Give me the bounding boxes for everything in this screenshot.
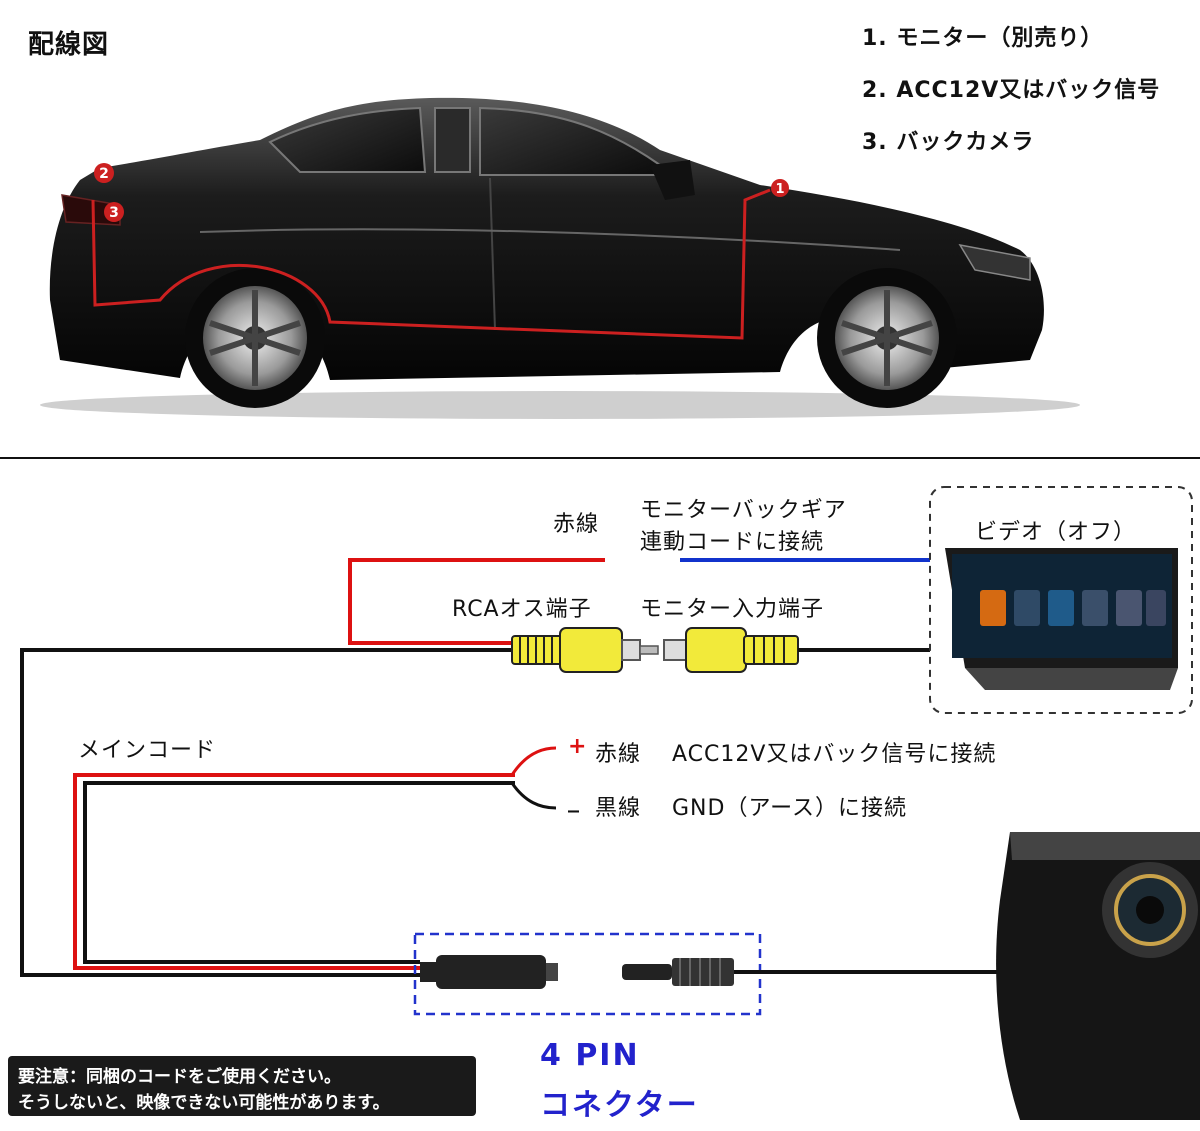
legend-item-camera: 3. バックカメラ <box>862 130 1035 155</box>
rca-male-connector <box>511 627 659 673</box>
diagram-title: 配線図 <box>28 30 110 60</box>
plus-sign: + <box>568 734 588 759</box>
warning-line-2: そうしないと、映像できない可能性があります。 <box>18 1093 390 1113</box>
tail-light <box>61 194 121 226</box>
svg-text:2: 2 <box>99 166 109 182</box>
black-main-wire <box>20 648 512 977</box>
monitor-device <box>945 548 1178 690</box>
red-wire-top <box>348 558 605 645</box>
car-illustration: 1 2 3 <box>40 97 1080 419</box>
legend-item-acc: 2. ACC12V又はバック信号 <box>862 78 1161 103</box>
red-split <box>510 746 557 776</box>
marker-1: 1 <box>771 179 789 197</box>
marker-3: 3 <box>104 202 124 222</box>
rear-window <box>268 106 427 173</box>
label-monitor-back-gear-1: モニターバックギア <box>640 498 847 523</box>
rear-wheel <box>185 268 325 408</box>
label-black-line: 黒線 <box>595 796 642 821</box>
headlight <box>958 243 1031 281</box>
label-main-cord: メインコード <box>78 738 217 763</box>
label-rca-male: RCAオス端子 <box>452 597 592 622</box>
legend-item-monitor: 1. モニター（別売り） <box>862 26 1104 51</box>
warning-line-1: 要注意：同梱のコードをご使用ください。 <box>18 1067 341 1087</box>
section-divider <box>0 457 1200 459</box>
label-red-wire: 赤線 <box>553 512 600 537</box>
svg-text:3: 3 <box>109 205 119 221</box>
monitor-box <box>929 486 1193 714</box>
label-connector: コネクター <box>540 1088 699 1123</box>
black-inner-wire <box>83 781 515 964</box>
front-wheel <box>817 268 957 408</box>
svg-text:1: 1 <box>775 182 784 197</box>
label-4pin: 4 PIN <box>540 1038 640 1073</box>
label-red-line-desc: ACC12V又はバック信号に接続 <box>672 742 997 767</box>
rear-door-window <box>434 107 471 173</box>
marker-2: 2 <box>94 163 114 183</box>
red-main-wire <box>73 773 515 970</box>
minus-sign: _ <box>568 788 580 813</box>
car-shadow <box>40 391 1080 419</box>
car-routing-wire <box>91 188 771 340</box>
label-red-line: 赤線 <box>595 742 642 767</box>
label-monitor-back-gear-2: 連動コードに接続 <box>640 530 825 555</box>
pin-connector-box <box>413 932 762 1016</box>
pin-connector-female <box>622 958 734 986</box>
label-monitor-input: モニター入力端子 <box>640 597 825 622</box>
warning-box: 要注意：同梱のコードをご使用ください。 そうしないと、映像できない可能性がありま… <box>8 1056 476 1116</box>
label-black-line-desc: GND（アース）に接続 <box>672 796 908 821</box>
pin-connector-male <box>420 955 558 989</box>
black-split <box>510 782 557 810</box>
rca-female-connector <box>663 627 799 673</box>
back-camera <box>996 832 1200 1120</box>
body-crease <box>199 228 901 251</box>
side-mirror <box>650 160 695 200</box>
label-video-off: ビデオ（オフ） <box>975 520 1137 545</box>
door-line <box>489 177 496 331</box>
